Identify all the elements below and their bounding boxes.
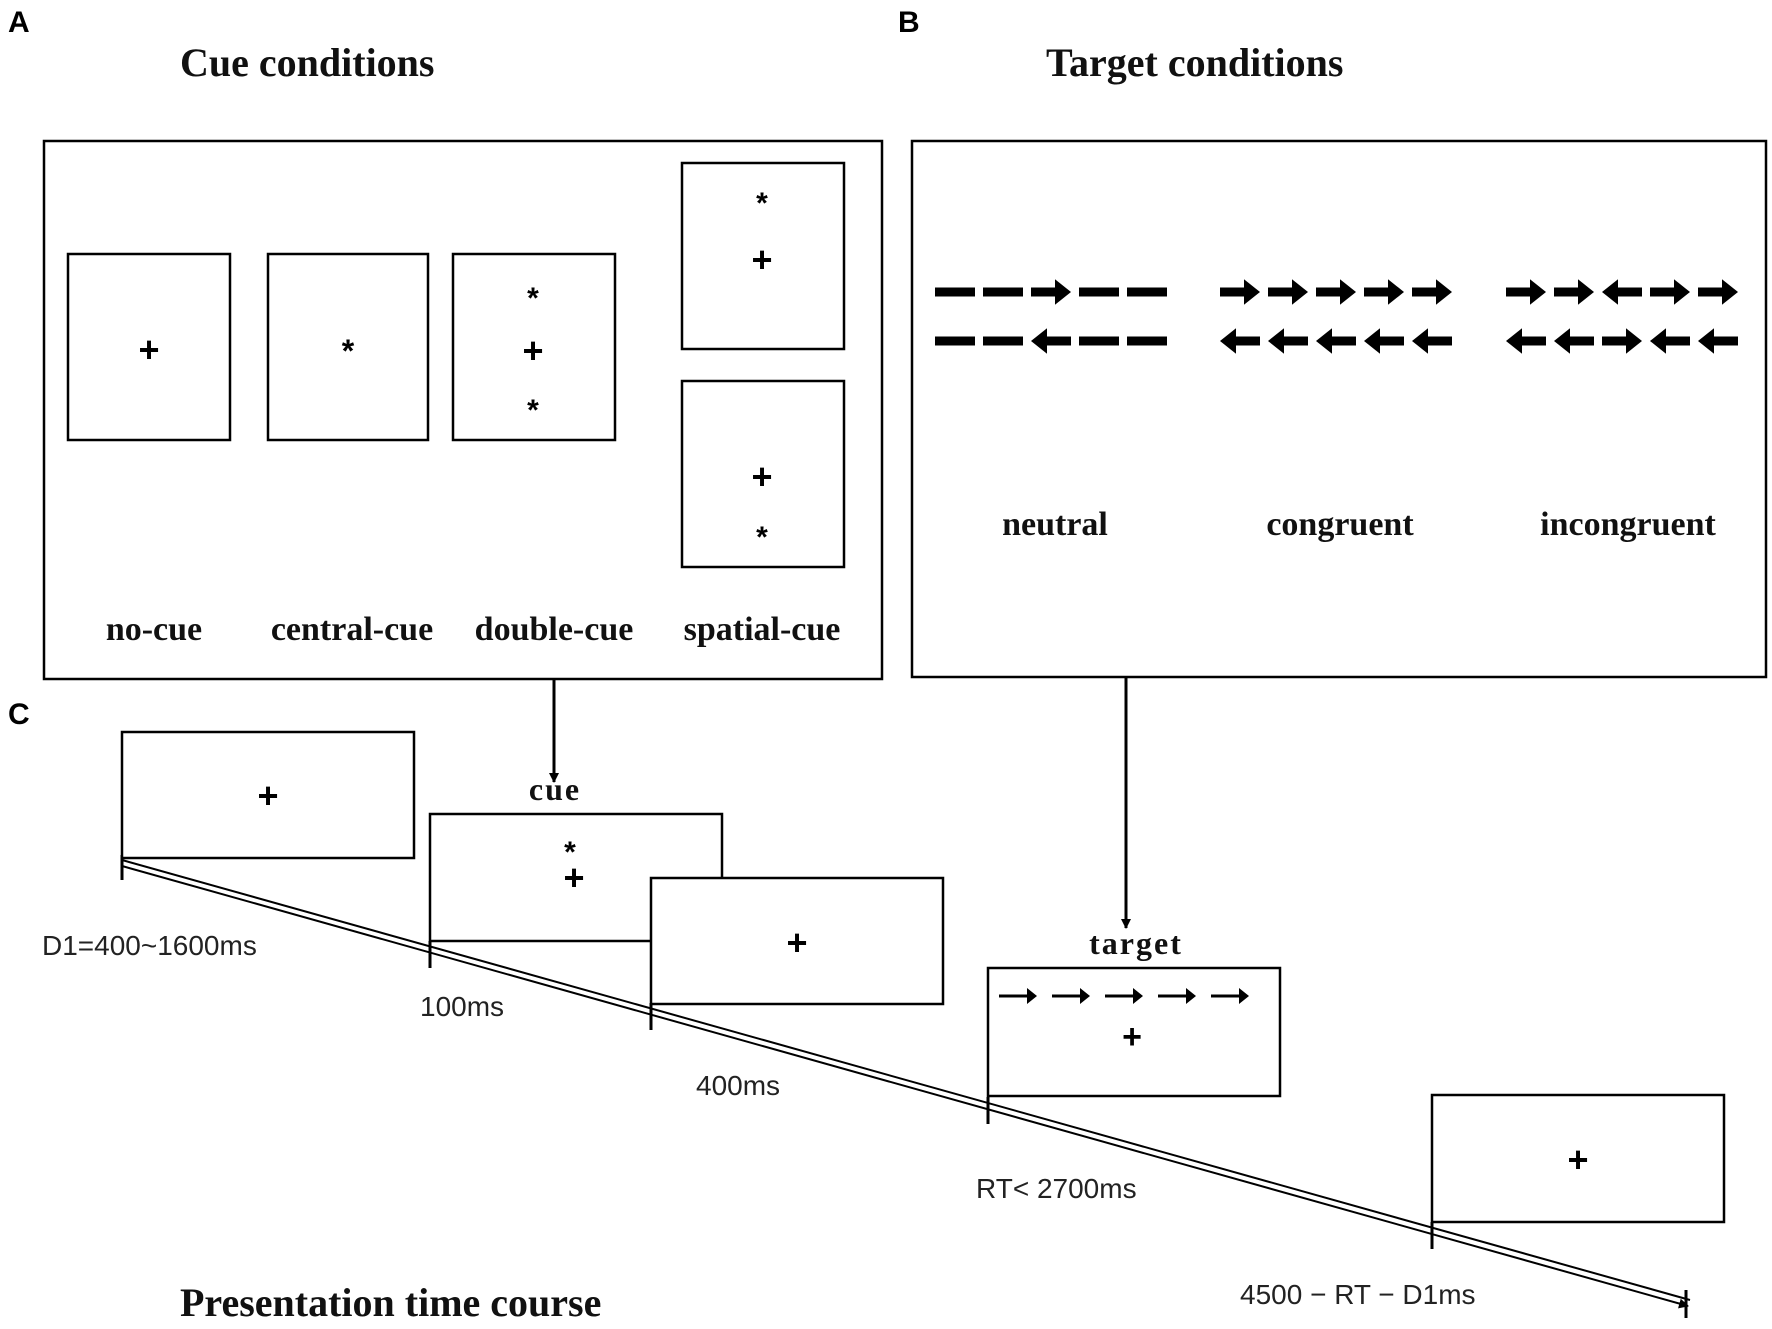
arrow-left-icon	[1412, 328, 1452, 354]
target-flanker-array	[999, 988, 1249, 1004]
flanker-dash	[935, 336, 975, 346]
cue-asterisk: *	[564, 836, 576, 869]
arrow-left-icon	[1602, 279, 1642, 305]
flanker-dash	[1127, 287, 1167, 297]
target-stage-label: target	[1089, 925, 1183, 961]
fixation-cross: +	[257, 775, 278, 816]
arrow-right-icon	[1211, 988, 1249, 1004]
arrow-left-icon	[1698, 328, 1738, 354]
cue-asterisk: *	[756, 187, 768, 220]
fixation-cross: +	[751, 456, 772, 497]
duration-rt: RT< 2700ms	[976, 1173, 1137, 1204]
target-conditions-frame	[910, 139, 1768, 679]
panel-c-letter: C	[8, 698, 30, 731]
flanker-dash	[1079, 336, 1119, 346]
fixation-cross: +	[1122, 1018, 1142, 1056]
flanker-dash	[1079, 287, 1119, 297]
arrow-right-icon	[1364, 279, 1404, 305]
panel-b-letter: B	[898, 6, 920, 39]
arrow-right-icon	[1506, 279, 1546, 305]
fixation-screen-2: +	[649, 876, 945, 1006]
arrow-right-icon	[1698, 279, 1738, 305]
double-cue-display: * + *	[451, 252, 617, 442]
fixation-screen-1: +	[120, 730, 416, 860]
arrow-left-icon	[1506, 328, 1546, 354]
congruent-label: congruent	[1266, 506, 1414, 543]
incongruent-label: incongruent	[1540, 506, 1716, 543]
fixation-cross: +	[563, 857, 584, 898]
arrow-left-icon	[1031, 328, 1071, 354]
fixation-cross: +	[138, 329, 159, 370]
arrow-left-icon	[1316, 328, 1356, 354]
flanker-dash	[983, 287, 1023, 297]
arrow-right-icon	[1268, 279, 1308, 305]
arrow-right-icon	[1412, 279, 1452, 305]
spatial-cue-lower-display: + *	[680, 379, 846, 569]
arrow-left-icon	[1554, 328, 1594, 354]
cue-stage-label: cue	[529, 771, 581, 807]
fixation-cross: +	[522, 330, 543, 371]
cue-asterisk: *	[527, 394, 539, 427]
no-cue-display: +	[66, 252, 232, 442]
spatial-cue-upper-display: * +	[680, 161, 846, 351]
target-screen: +	[986, 966, 1282, 1098]
central-cue-label: central-cue	[271, 611, 433, 648]
no-cue-label: no-cue	[106, 611, 202, 648]
arrow-right-icon	[1316, 279, 1356, 305]
duration-remaining: 4500 − RT − D1ms	[1240, 1279, 1476, 1310]
cue-asterisk: *	[342, 333, 355, 369]
panel-c-title: Presentation time course	[180, 1280, 601, 1325]
flanker-dash	[1127, 336, 1167, 346]
arrow-right-icon	[1052, 988, 1090, 1004]
duration-cue: 100ms	[420, 991, 504, 1022]
panel-a-title: Cue conditions	[180, 40, 435, 85]
arrow-right-icon	[1158, 988, 1196, 1004]
arrow-right-icon	[999, 988, 1037, 1004]
panel-a-letter: A	[8, 6, 30, 39]
arrow-left-icon	[1364, 328, 1404, 354]
arrow-right-icon	[1220, 279, 1260, 305]
arrow-right-icon	[1031, 279, 1071, 305]
fixation-screen-3: +	[1430, 1093, 1726, 1224]
cue-asterisk: *	[756, 521, 768, 554]
flanker-arrays	[935, 279, 1738, 354]
neutral-label: neutral	[1002, 506, 1108, 543]
double-cue-label: double-cue	[475, 611, 634, 648]
arrow-right-icon	[1554, 279, 1594, 305]
flanker-dash	[935, 287, 975, 297]
arrow-left-icon	[1650, 328, 1690, 354]
fixation-cross: +	[786, 922, 807, 963]
arrow-left-icon	[1268, 328, 1308, 354]
duration-d1: D1=400~1600ms	[42, 930, 257, 961]
panel-b-title: Target conditions	[1046, 40, 1343, 85]
arrow-right-icon	[1602, 328, 1642, 354]
central-cue-display: *	[266, 252, 430, 442]
flanker-dash	[983, 336, 1023, 346]
timeline-line-upper	[121, 859, 1691, 1301]
duration-interval: 400ms	[696, 1070, 780, 1101]
arrow-right-icon	[1105, 988, 1143, 1004]
fixation-cross: +	[1567, 1139, 1588, 1180]
arrow-right-icon	[1650, 279, 1690, 305]
fixation-cross: +	[751, 239, 772, 280]
spatial-cue-label: spatial-cue	[684, 611, 841, 648]
cue-asterisk: *	[527, 282, 539, 315]
arrow-left-icon	[1220, 328, 1260, 354]
timeline-arrow	[121, 865, 1689, 1309]
